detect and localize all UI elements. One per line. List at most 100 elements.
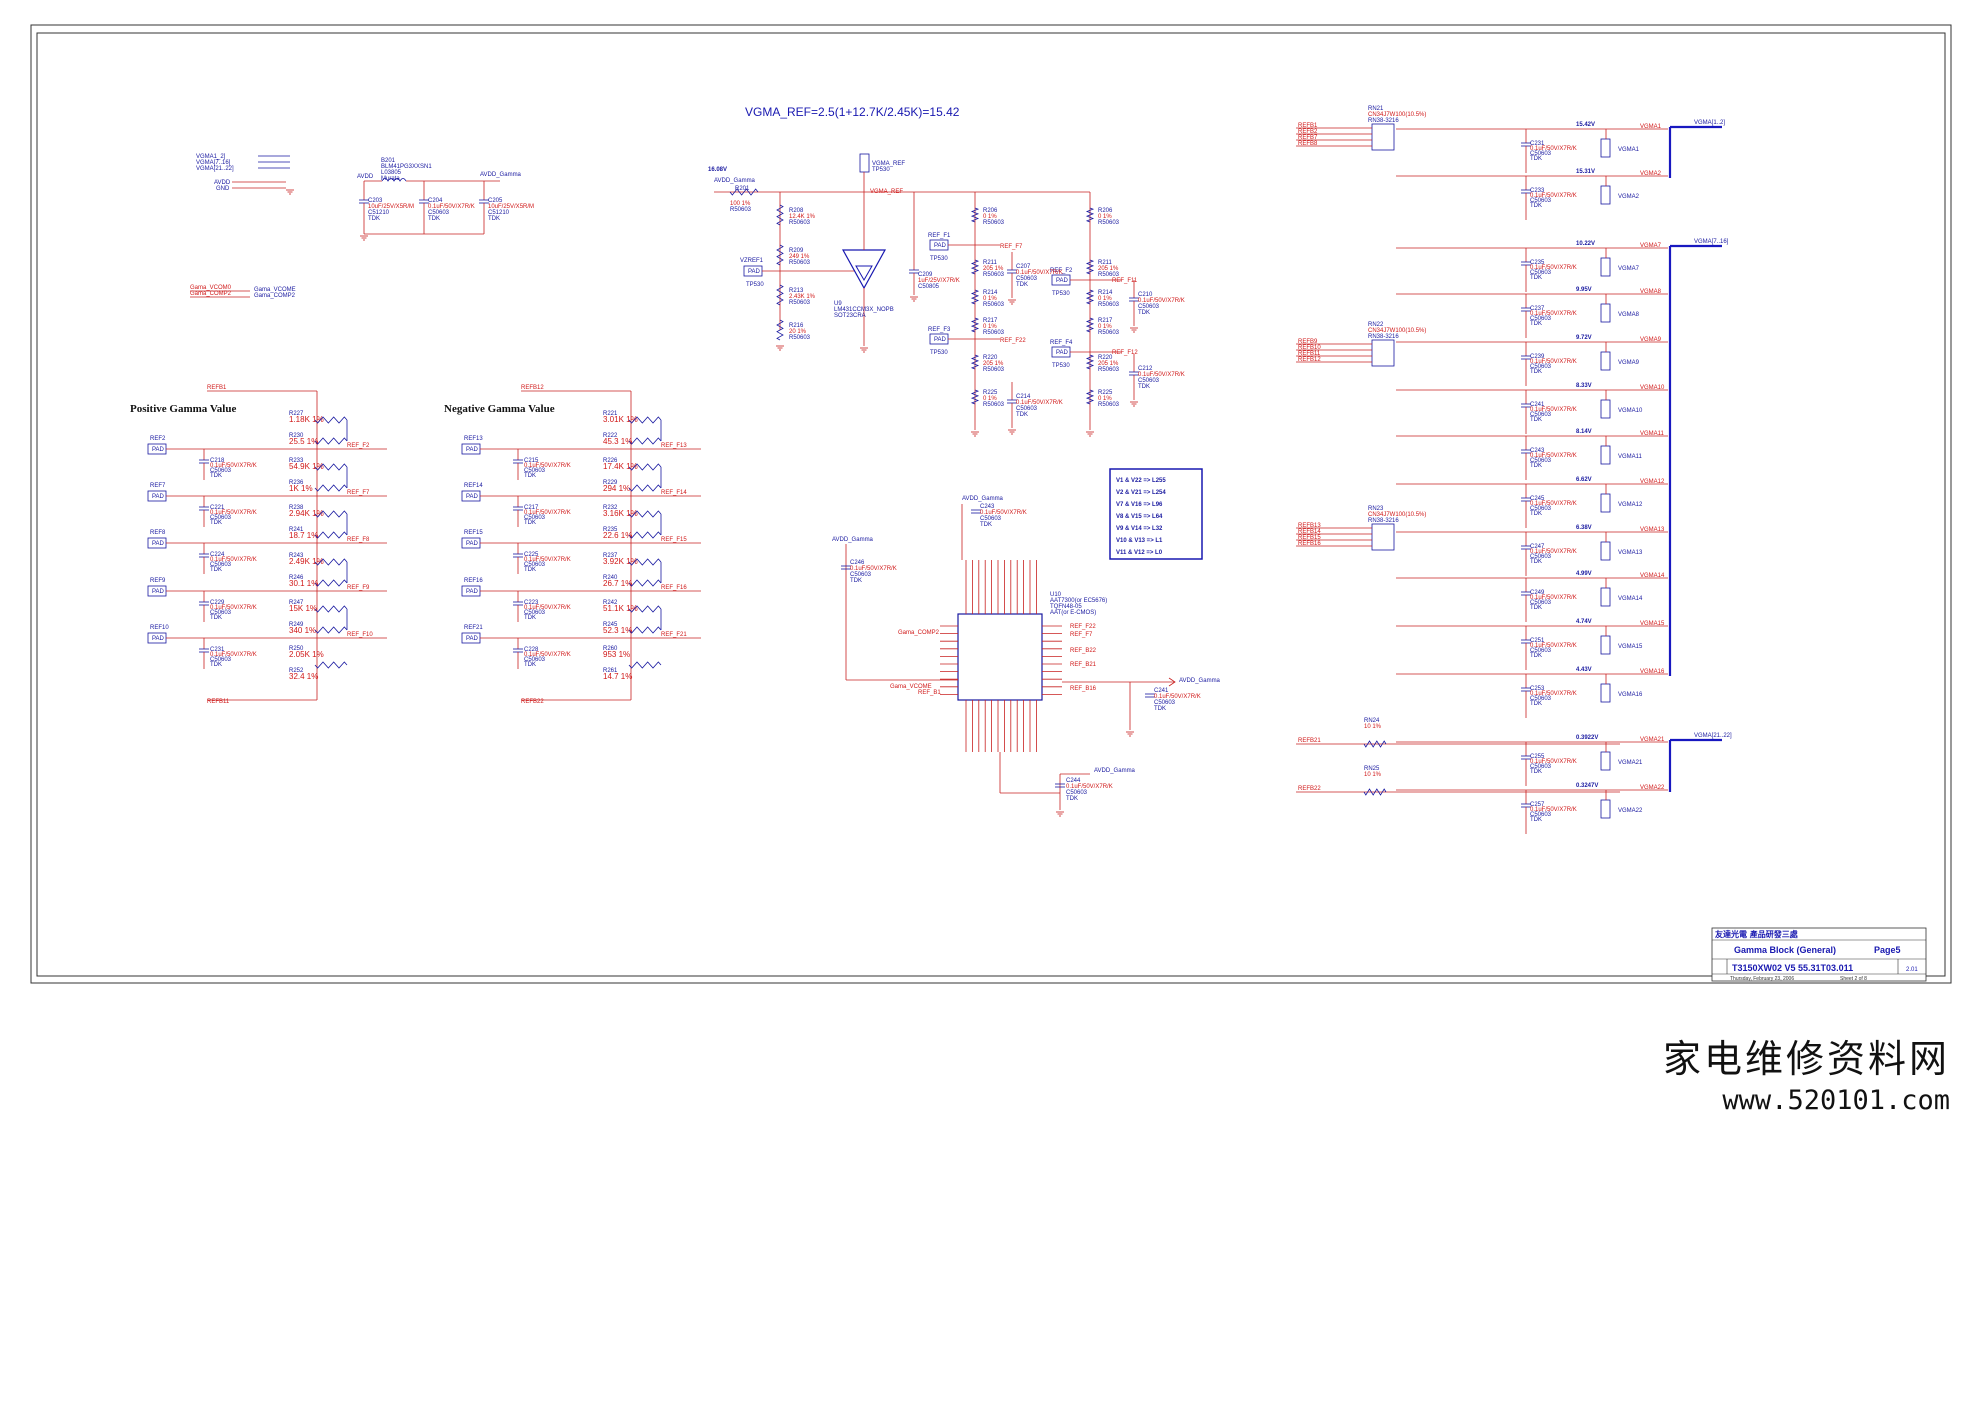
cap-vendor: TDK [210, 520, 222, 526]
ref-f-net: REF_F2 [347, 443, 370, 449]
cap-package: C50603 [1530, 764, 1552, 770]
ladder-resistor [314, 416, 348, 424]
vgma-output-net: VGMA1 [1640, 124, 1662, 130]
pad-ref: REF10 [150, 625, 169, 631]
resistor [1085, 389, 1095, 405]
cap-vendor: TDK [210, 567, 222, 573]
cap-value: 0.1uF/50V/X7R/K [1138, 298, 1185, 304]
resistor [1085, 317, 1095, 333]
resistor-value: 54.9K 1% [289, 462, 324, 471]
pad-label: PAD [748, 269, 761, 275]
pad-label: PAD [466, 636, 479, 642]
rn-value: CN34J7W100(10.5%) [1368, 328, 1426, 334]
resistor-ref: R226 [603, 458, 618, 464]
cap-ref: C224 [210, 552, 225, 558]
gamma-voltage: 10.22V [1576, 241, 1595, 247]
cap-vendor: TDK [210, 662, 222, 668]
cap-value: 0.1uF/50V/X7R/K [210, 557, 257, 563]
cap-ref: C205 [488, 198, 503, 204]
vgma-output-net: VGMA9 [1640, 337, 1662, 343]
ref-b-net: REFB2 [1298, 129, 1318, 135]
resistor-ref: R261 [603, 668, 618, 674]
cap-vendor: TDK [1066, 796, 1078, 802]
rn-package: RN38-3216 [1368, 118, 1399, 124]
resistor-ref: R216 [789, 323, 804, 329]
resistor-package: R50603 [1098, 367, 1120, 373]
ladder-resistor [314, 626, 348, 634]
resistor-value: 32.4 1% [289, 672, 318, 681]
ic-vcom-net: Gama_VCOME [890, 684, 932, 690]
ladder-resistor [314, 661, 348, 669]
vgma-output-net: VGMA10 [1640, 385, 1665, 391]
pad-ref: REF14 [464, 483, 483, 489]
resistor-ref: R201 [735, 186, 750, 192]
vgma-formula: VGMA_REF=2.5(1+12.7K/2.45K)=15.42 [745, 105, 960, 119]
resistor-value: 205 1% [1098, 266, 1119, 272]
resistor-ref: R225 [983, 390, 998, 396]
resistor-package: R50603 [789, 300, 811, 306]
vgma-output-net: VGMA12 [1640, 479, 1665, 485]
cap-package: C50603 [524, 562, 546, 568]
resistor-value: 18.7 1% [289, 531, 318, 540]
cap-package: C50603 [1530, 648, 1552, 654]
resistor-value: 0 1% [983, 324, 997, 330]
ladder-resistor [628, 416, 662, 424]
pad-label: PAD [466, 494, 479, 500]
rn-value: CN34J7W100(10.5%) [1368, 512, 1426, 518]
pad-label: PAD [152, 447, 165, 453]
resistor-ref: R241 [289, 527, 304, 533]
avdd-gamma-net: AVDD_Gamma [714, 178, 756, 184]
ref-f-label: REF_F4 [1050, 340, 1073, 346]
resistor [1085, 207, 1095, 223]
regulator-ref: U9 [834, 301, 842, 307]
vgma-pad-label: VGMA12 [1618, 502, 1643, 508]
bead-part: BLM41PG3XXSN1 [381, 164, 432, 170]
gamma-voltage: 4.99V [1576, 571, 1592, 577]
watermark: 家电维修资料网 www.520101.com [1650, 1028, 1950, 1116]
ref-b-net: REFB7 [1298, 135, 1318, 141]
mapping-line: V8 & V15 => L64 [1116, 514, 1163, 520]
cap-vendor: TDK [1530, 321, 1542, 327]
resistor-package: R50603 [730, 207, 752, 213]
gamma-voltage: 4.43V [1576, 667, 1592, 673]
gamma-voltage: 9.72V [1576, 335, 1592, 341]
cap-vendor: TDK [850, 578, 862, 584]
resistor-ref: R209 [789, 248, 804, 254]
pad-ref: REF2 [150, 436, 166, 442]
vgma-pad-label: VGMA8 [1618, 312, 1640, 318]
pad-label: PAD [152, 589, 165, 595]
cap-package: C51210 [488, 210, 510, 216]
resistor [970, 289, 980, 305]
vgma-output-net: VGMA21 [1640, 737, 1665, 743]
resistor-ref: R220 [1098, 355, 1113, 361]
cap-vendor: TDK [210, 473, 222, 479]
gamma-voltage: 15.31V [1576, 169, 1595, 175]
ferrite-bead [381, 178, 407, 182]
vzref-label: VZREF1 [740, 258, 764, 264]
resistor-package: R50603 [983, 367, 1005, 373]
resistor-package: R50603 [983, 402, 1005, 408]
ref-f-net: REF_F12 [1112, 350, 1138, 356]
title-page: Page5 [1874, 945, 1901, 955]
cap-ref: C214 [1016, 394, 1031, 400]
ic-body [957, 613, 1043, 701]
regulator-part: LM431CCM3X_NOPB [834, 307, 894, 313]
title-rev: 2.01 [1906, 967, 1918, 973]
resistor-value: 0 1% [1098, 296, 1112, 302]
cap-value: 0.1uF/50V/X7R/K [524, 652, 571, 658]
cap-package: C50603 [1530, 270, 1552, 276]
gamma-voltage: 8.33V [1576, 383, 1592, 389]
resistor-ref: R221 [603, 411, 618, 417]
cap-value: 0.1uF/50V/X7R/K [210, 605, 257, 611]
cap-vendor: TDK [1530, 417, 1542, 423]
resistor-package: R50603 [1098, 302, 1120, 308]
ref-b-net: REFB12 [1298, 357, 1321, 363]
ladder-resistor [314, 463, 348, 471]
pad-ref: REF7 [150, 483, 166, 489]
cap-ref: C253 [1530, 686, 1545, 692]
resistor [970, 354, 980, 370]
resistor-value: 30.1 1% [289, 579, 318, 588]
pad-ref: REF21 [464, 625, 483, 631]
ic-vgma-net: REF_B1 [918, 690, 941, 696]
cap-value: 0.1uF/50V/X7R/K [524, 463, 571, 469]
